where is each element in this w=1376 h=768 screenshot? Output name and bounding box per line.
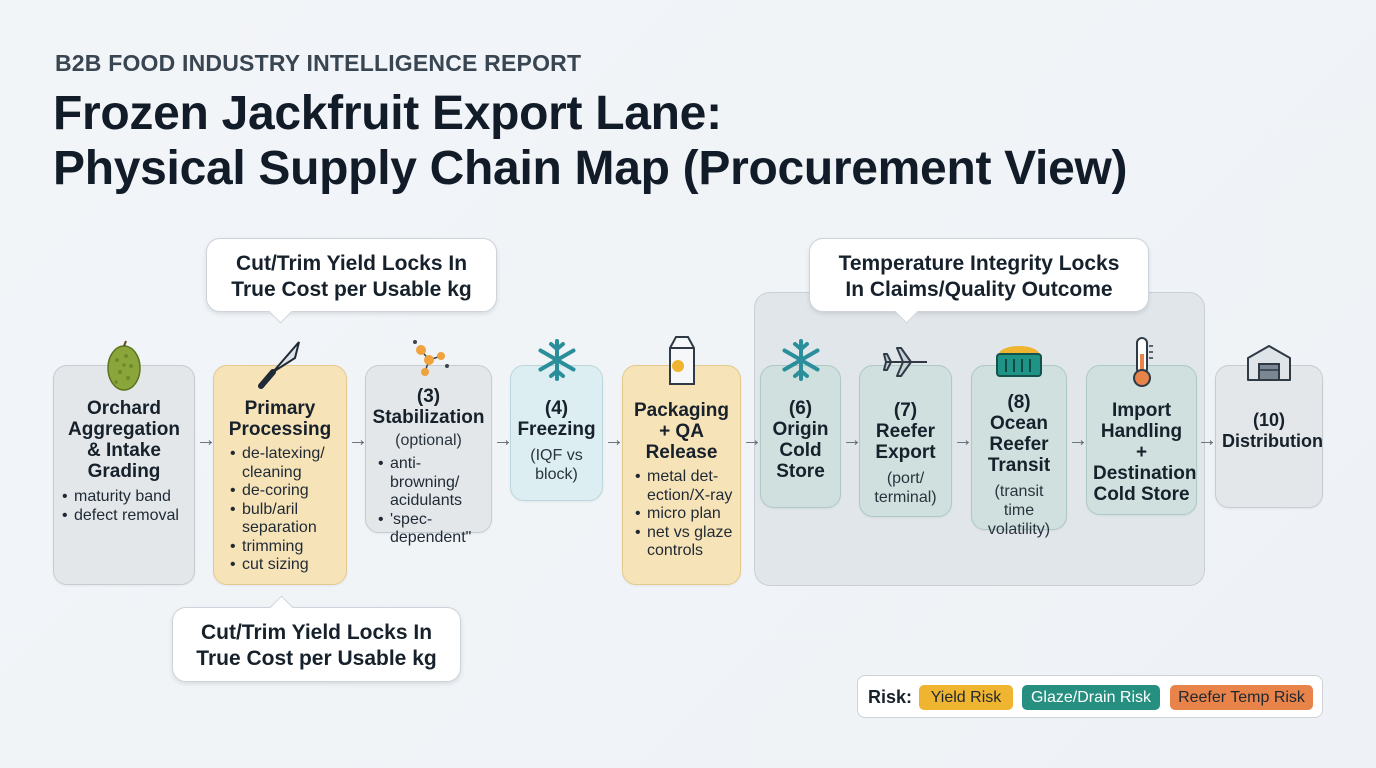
flow-arrow: →	[493, 429, 513, 451]
page-title: Frozen Jackfruit Export Lane: Physical S…	[53, 86, 1127, 196]
stage-name: Import Handling + Destination Cold Store	[1093, 400, 1197, 505]
callout-line: In Claims/Quality Outcome	[845, 278, 1113, 301]
stage-packaging-qa: Packaging + QA Release metal det-ection/…	[622, 336, 741, 585]
stage-note: (optional)	[395, 432, 462, 449]
jackfruit-icon	[107, 340, 141, 391]
stage-name: (4) Freezing	[517, 398, 596, 440]
flow-arrow: →	[604, 429, 624, 451]
legend-reefer-temp-risk: Reefer Temp Risk	[1170, 685, 1313, 710]
bullet: metal det-ection/X-ray	[633, 468, 734, 505]
stage-note: (port/ terminal)	[874, 470, 937, 506]
warehouse-icon	[1247, 345, 1291, 381]
title-line-1: Frozen Jackfruit Export Lane:	[53, 87, 722, 140]
bullet: de-coring	[228, 482, 340, 501]
knife-icon	[258, 341, 300, 389]
flow-arrow: →	[196, 429, 216, 451]
stage-note: (transit time volatility)	[987, 483, 1051, 538]
yield-callout-top: Cut/Trim Yield Locks In True Cost per Us…	[206, 238, 497, 324]
stage-origin-cold-store: (6) Origin Cold Store	[760, 339, 841, 508]
bullet: micro plan	[633, 505, 734, 524]
risk-legend: Risk: Yield Risk Glaze/Drain Risk Reefer…	[857, 675, 1323, 718]
stage-name: (3) Stabilization	[372, 386, 485, 428]
molecule-icon	[412, 340, 449, 376]
callout-line: Cut/Trim Yield Locks In	[200, 621, 433, 644]
thermometer-icon	[1132, 337, 1153, 387]
flow-arrow: →	[953, 429, 973, 451]
stage-orchard-aggregation: Orchard Aggregation & Intake Grading mat…	[53, 340, 195, 585]
stage-name: (7) Reefer Export	[875, 400, 936, 463]
flow-arrow: →	[348, 429, 368, 451]
legend-label: Risk:	[868, 687, 913, 707]
callout-line: Cut/Trim Yield Locks In	[235, 252, 468, 275]
bullet: anti-browning/ acidulants	[376, 455, 485, 511]
stage-bullets: metal det-ection/X-ray micro plan net vs…	[633, 468, 734, 561]
stage-bullets: anti-browning/ acidulants 'spec-dependen…	[376, 455, 485, 548]
stage-primary-processing: Primary Processing de-latexing/ cleaning…	[213, 341, 347, 585]
stage-name: (8) Ocean Reefer Transit	[987, 392, 1051, 476]
bullet: net vs glaze controls	[633, 524, 734, 561]
flow-arrow: →	[742, 429, 762, 451]
snowflake-icon	[538, 339, 575, 381]
temperature-callout: Temperature Integrity Locks In Claims/Qu…	[809, 238, 1149, 324]
stage-name: Primary Processing	[228, 398, 332, 440]
snowflake-icon	[782, 339, 819, 381]
bullet: defect removal	[60, 507, 188, 526]
stage-name: Orchard Aggregation & Intake Grading	[68, 398, 180, 482]
stage-reefer-export: (7) Reefer Export (port/ terminal)	[859, 347, 952, 517]
legend-glaze-drain-risk: Glaze/Drain Risk	[1022, 685, 1160, 710]
stage-distribution: (10) Distribution	[1215, 345, 1323, 508]
flow-arrow: →	[842, 429, 862, 451]
yield-callout-bottom: Cut/Trim Yield Locks In True Cost per Us…	[172, 595, 461, 682]
callout-line: True Cost per Usable kg	[196, 647, 437, 670]
airplane-icon	[882, 347, 927, 377]
milk-carton-icon	[668, 336, 695, 385]
callout-line: Temperature Integrity Locks	[838, 252, 1120, 275]
bullet: 'spec-dependent"	[376, 511, 485, 548]
bullet: de-latexing/ cleaning	[228, 445, 340, 482]
stage-ocean-reefer-transit: (8) Ocean Reefer Transit (transit time v…	[971, 346, 1067, 538]
report-kicker: B2B FOOD INDUSTRY INTELLIGENCE REPORT	[55, 50, 582, 76]
stage-name: Packaging + QA Release	[633, 400, 730, 463]
reefer-container-icon	[996, 346, 1042, 377]
title-line-2: Physical Supply Chain Map (Procurement V…	[53, 142, 1128, 195]
flow-arrow: →	[1197, 429, 1217, 451]
bullet: trimming	[228, 538, 340, 557]
stage-bullets: maturity band defect removal	[60, 488, 188, 525]
stage-name: (6) Origin Cold Store	[772, 398, 829, 482]
bullet: maturity band	[60, 488, 188, 507]
stage-bullets: de-latexing/ cleaning de-coring bulb/ari…	[228, 445, 340, 575]
callout-line: True Cost per Usable kg	[231, 278, 472, 301]
stage-stabilization: (3) Stabilization (optional) anti-browni…	[365, 340, 492, 546]
flow-arrow: →	[1068, 429, 1088, 451]
bullet: cut sizing	[228, 556, 340, 575]
legend-yield-risk: Yield Risk	[919, 685, 1013, 710]
stage-freezing: (4) Freezing (IQF vs block)	[510, 339, 603, 501]
bullet: bulb/aril separation	[228, 501, 340, 538]
stage-note: (IQF vs block)	[530, 447, 583, 483]
stage-import-destination-cold-store: Import Handling + Destination Cold Store	[1086, 337, 1197, 515]
stage-name: (10) Distribution	[1222, 410, 1323, 451]
